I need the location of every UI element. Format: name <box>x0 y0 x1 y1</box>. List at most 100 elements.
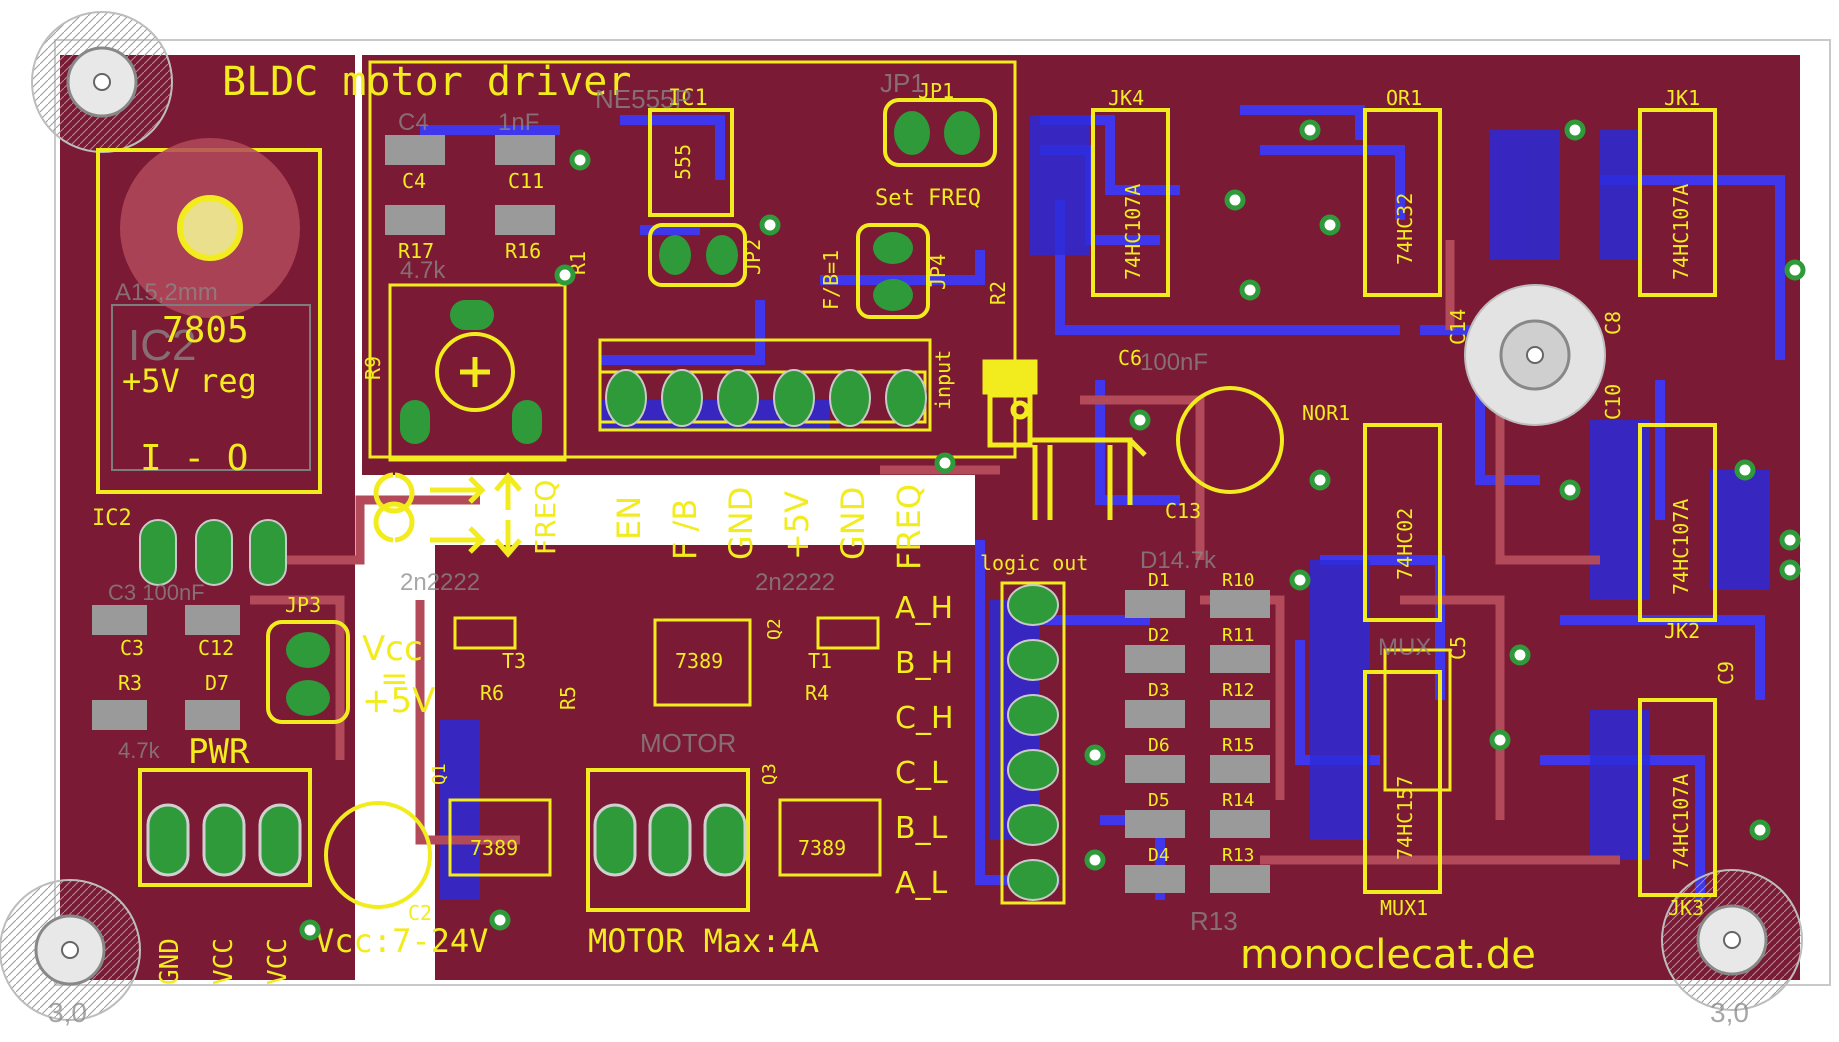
r14-ref: R14 <box>1222 790 1255 811</box>
potentiometer-r9: R9 <box>361 300 542 444</box>
d4-ref: D4 <box>1148 845 1170 866</box>
jp2-ref: JP2 <box>741 239 765 275</box>
regulator-ghost-size: A15,2mm <box>115 279 218 306</box>
r2-ref: R2 <box>986 281 1010 305</box>
mux-ghost: MUX <box>1378 634 1431 661</box>
c9-ref: C9 <box>1714 661 1738 685</box>
c4-ref: C4 <box>402 169 426 193</box>
jk3-ref: JK3 <box>1668 896 1704 920</box>
regulator-desc: +5V reg <box>122 362 257 400</box>
driver-stage: T3 T1 R6 R5 R4 7389 7389 7389 Q1 Q2 Q3 2… <box>400 569 882 877</box>
input-pin-5v: +5V <box>778 491 816 560</box>
r11-ref: R11 <box>1222 625 1255 646</box>
regulator-pins: I - O <box>140 438 248 479</box>
c3-ghost: C3 100nF <box>108 580 205 605</box>
ic1-555: IC1 NE555P 555 <box>595 84 734 217</box>
capacitor-c2: C2 <box>324 801 432 925</box>
vias <box>299 119 1806 941</box>
ic-nor1: NOR1 74HC02 <box>1302 401 1442 622</box>
jumper-jp4: JP4 <box>856 223 950 319</box>
power-pin-3: VCC <box>263 938 293 985</box>
jk1-chip: 74HC107A <box>1669 184 1693 280</box>
ic-jk4: JK4 74HC107A <box>1091 86 1170 297</box>
t1-ref: T1 <box>808 649 832 673</box>
jk2-ref: JK2 <box>1664 619 1700 643</box>
q2-ref: Q2 <box>764 618 785 640</box>
c4-ghost: C4 <box>398 109 429 136</box>
or1-chip: 74HC32 <box>1393 193 1417 265</box>
monocle-cat-logo <box>982 359 1147 520</box>
ic1-chip: 555 <box>671 144 695 180</box>
power-pin-2: VCC <box>209 938 239 985</box>
rotation-arrows <box>373 472 522 558</box>
q3-ref: Q3 <box>759 763 780 785</box>
r16-ref: R16 <box>505 239 541 263</box>
regulator-ghost-ref: IC2 <box>128 321 196 370</box>
input-label: input <box>931 350 955 410</box>
vcc-range-label: Vcc:7-24V <box>315 922 488 960</box>
r6-ref: R6 <box>480 681 504 705</box>
t3-ghost: 2n2222 <box>400 569 480 596</box>
diode-resistor-array: D14.7k D1 D2 D3 D6 D5 D4 R10 R11 R12 R15… <box>1125 547 1270 936</box>
jp3-label-3: +5V <box>362 681 435 721</box>
c12-ref: C12 <box>198 636 234 660</box>
d1-ref: D1 <box>1148 570 1170 591</box>
mounting-hole-bottom-left: 3,0 <box>0 879 141 1028</box>
mounting-hole-bottom-right: 3,0 <box>1661 869 1803 1028</box>
board-title: BLDC motor driver <box>222 59 631 105</box>
r9-ref: R9 <box>361 356 385 380</box>
ic1-ghost: NE555P <box>595 84 692 114</box>
c10-ref: C10 <box>1601 384 1625 420</box>
r17-ghost: 4.7k <box>400 257 446 284</box>
jumper-jp1: JP1 JP1 Set FREQ <box>875 68 997 211</box>
r5-ref: R5 <box>556 686 580 710</box>
c6-ghost: 100nF <box>1140 349 1208 376</box>
or1-ref: OR1 <box>1386 86 1422 110</box>
logic-pin-cl: C_L <box>895 756 948 791</box>
jk2-chip: 74HC107A <box>1669 499 1693 595</box>
mux1-ref: MUX1 <box>1380 896 1428 920</box>
c2-ref: C2 <box>408 901 432 925</box>
jp1-ref: JP1 <box>918 79 954 103</box>
regulator-legs <box>139 519 287 586</box>
mounting-hole-top-left <box>31 11 173 153</box>
ic-jk1: JK1 74HC107A <box>1638 86 1717 297</box>
mosfet-q3-label: 7389 <box>798 836 846 860</box>
logic-pin-bl: B_L <box>895 811 948 846</box>
d5-ref: D5 <box>1148 790 1170 811</box>
input-pin-en: EN <box>610 496 648 540</box>
input-pin-gnd: GND <box>722 487 760 560</box>
ic1-ref: IC1 <box>668 86 708 111</box>
r10-ref: R10 <box>1222 570 1255 591</box>
t1-ghost: 2n2222 <box>755 569 835 596</box>
mounting-hole-center <box>1464 284 1606 426</box>
jumper-jp3: JP3 Vcc = +5V <box>266 593 435 724</box>
nor1-ref: NOR1 <box>1302 401 1350 425</box>
regulator-name: 7805 <box>162 310 249 351</box>
d1-ghost: D14.7k <box>1140 547 1217 574</box>
q1-ref: Q1 <box>429 763 450 785</box>
ic-or1: OR1 74HC32 <box>1363 86 1442 297</box>
d7-ref: D7 <box>205 671 229 695</box>
logic-ics: JK4 74HC107A OR1 74HC32 JK1 74HC107A NOR… <box>1091 86 1717 920</box>
jp3-label-1: Vcc <box>362 629 423 669</box>
jk3-chip: 74HC107A <box>1669 774 1693 870</box>
d7-ghost: 4.7k <box>118 738 161 763</box>
logic-pin-bh: B_H <box>895 646 953 681</box>
c6-ref: C6 <box>1118 346 1142 370</box>
c5-ref: C5 <box>1446 636 1470 660</box>
logic-pin-ah: A_H <box>895 591 953 626</box>
jumper-jp2: JP2 F/B=1 <box>648 223 843 310</box>
r3-ref: R3 <box>118 671 142 695</box>
r12-ref: R12 <box>1222 680 1255 701</box>
jp1-ghost: JP1 <box>880 68 925 98</box>
motor-ghost: MOTOR <box>640 728 736 758</box>
power-pin-1: GND <box>155 938 185 985</box>
jk4-ref: JK4 <box>1108 86 1144 110</box>
ic-mux1: MUX1 74HC157 MUX <box>1363 634 1442 920</box>
voltage-regulator: A15,2mm IC2 7805 +5V reg I - O IC2 <box>92 138 322 586</box>
c11-ref: C11 <box>508 169 544 193</box>
ic-jk3: JK3 74HC107A <box>1638 698 1717 920</box>
t3-ref: T3 <box>502 649 526 673</box>
c1-ghost: 1nF <box>498 109 539 136</box>
